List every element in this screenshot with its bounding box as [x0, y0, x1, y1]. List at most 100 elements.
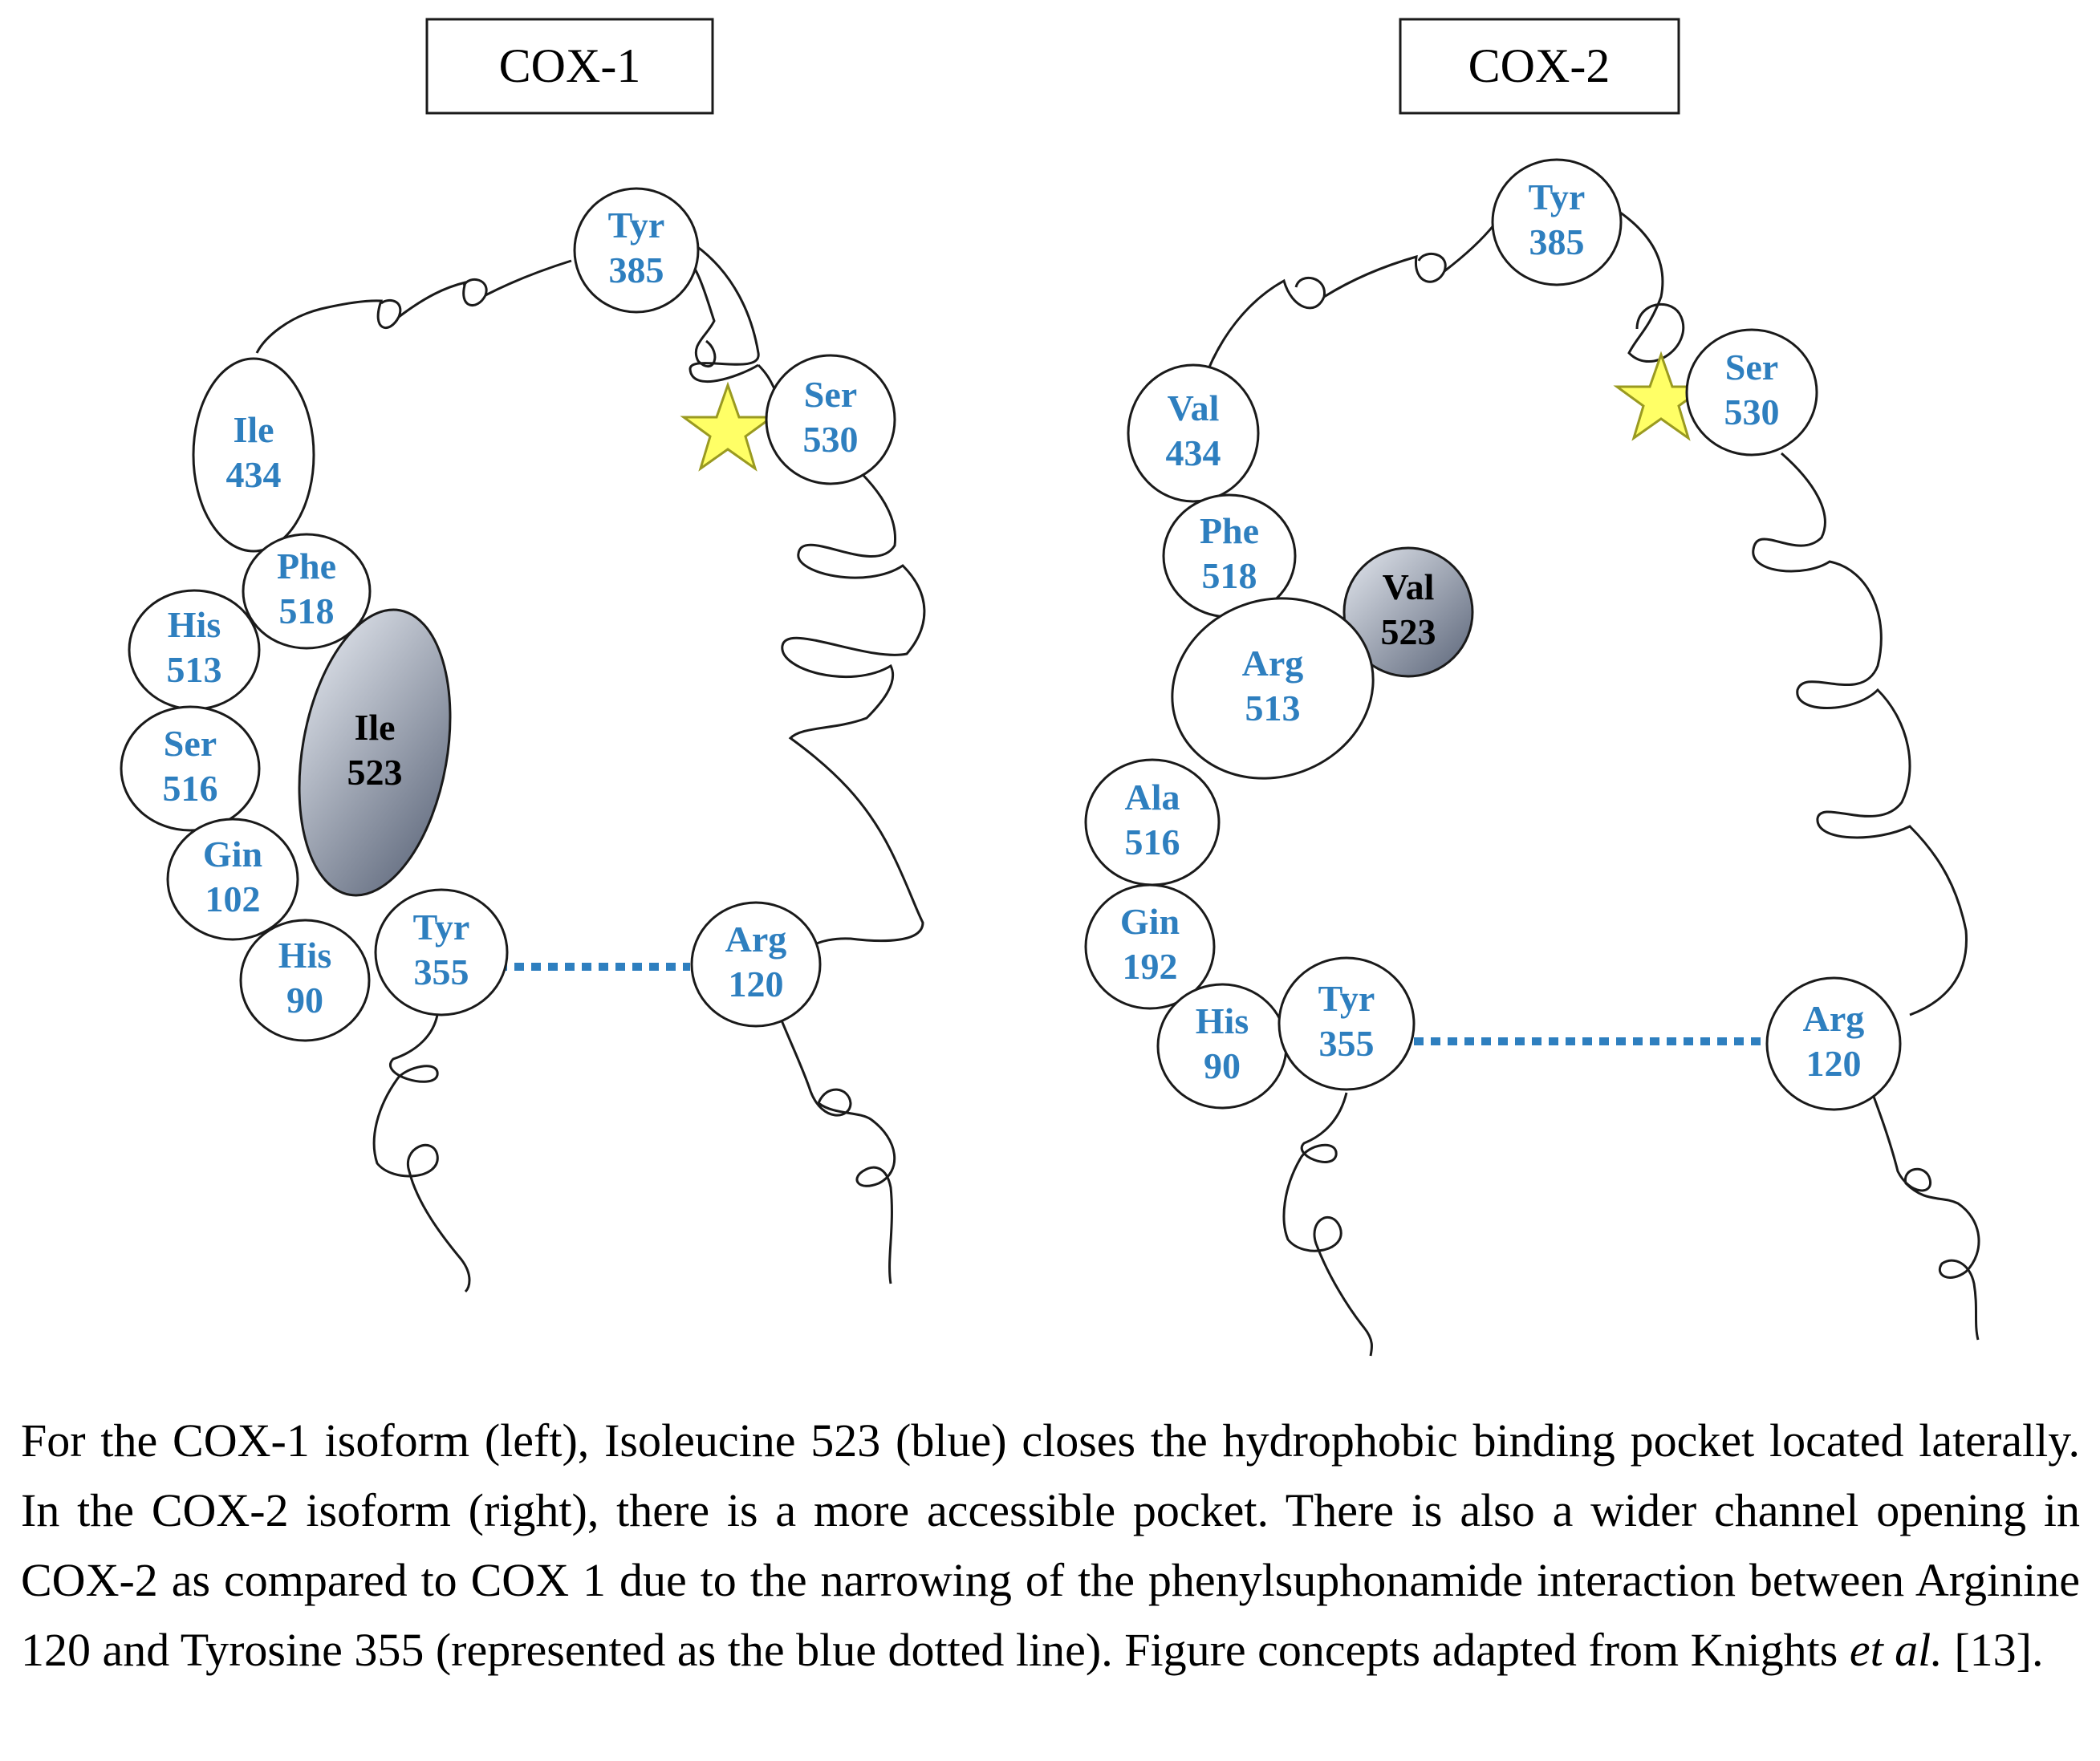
cox-1-residue-his-90-name: His	[278, 935, 331, 976]
cox-1-star-icon	[680, 381, 776, 472]
cox-1-residue-tyr-355: Tyr 355	[374, 888, 509, 1016]
cox-1-residue-ser-516-num: 516	[163, 768, 218, 809]
cox-1-residue-ile-434-outline	[192, 357, 315, 553]
cox-2-residue-ala-516-num: 516	[1125, 822, 1180, 862]
cox-1-title-box	[425, 18, 714, 115]
cox-1-residue-ile-434-num: 434	[226, 454, 282, 495]
cox-1-residue-ser-530-outline	[765, 354, 896, 485]
cox-1-residue-ser-530-num: 530	[803, 419, 859, 460]
cox-1-residue-tyr-355-outline	[374, 888, 509, 1016]
cox-1-residue-his-90-outline	[239, 919, 371, 1042]
cox-1-residue-phe-518-num: 518	[279, 590, 335, 631]
cox-2-residue-gin-192-name: Gin	[1120, 901, 1180, 942]
cox-2-residue-gin-192-num: 192	[1123, 946, 1178, 987]
cox-1-residue-gin-102-num: 102	[205, 878, 261, 919]
cox-1-residue-tyr-385-num: 385	[609, 250, 664, 290]
cox-2-residue-tyr-355-num: 355	[1319, 1023, 1375, 1064]
cox-2-backbone-top	[1202, 224, 1496, 382]
cox-2-residue-phe-518-num: 518	[1202, 555, 1257, 596]
cox-1-title: COX-1	[499, 39, 641, 92]
cox-1-backbone-bottom	[372, 1014, 471, 1293]
cox-1-residue-tyr-355-name: Tyr	[413, 907, 470, 947]
cox-1-residue-arg-120-num: 120	[729, 964, 784, 1004]
cox-2-residue-ser-530-outline	[1685, 328, 1818, 456]
cox-2-residue-tyr-355-outline	[1277, 956, 1416, 1091]
cox-2-residue-his-90-num: 90	[1204, 1045, 1241, 1086]
cox-1-residue-his-90-num: 90	[286, 980, 323, 1020]
cox-1-residue-phe-518-outline	[242, 533, 372, 650]
cox-2-residue-tyr-355-name: Tyr	[1318, 978, 1375, 1019]
cox-2-title: COX-2	[1468, 39, 1611, 92]
cox-1-residue-ile-523-name: Ile	[354, 707, 395, 748]
figure-caption: For the COX-1 isoform (left), Isoleucine…	[21, 1406, 2080, 1685]
cox-2-title-box	[1399, 18, 1680, 115]
cox-1-residue-ile-523-outline	[298, 608, 452, 897]
caption-italic: et al.	[1849, 1624, 1943, 1676]
cox-2-residue-tyr-385-outline	[1491, 158, 1623, 286]
cox-2-residue-gin-192-outline	[1084, 883, 1216, 1010]
cox-2-backbone-right	[1614, 207, 1980, 1341]
cox-1-residue-tyr-355-num: 355	[414, 952, 469, 992]
cox-2-residue-val-523-num: 523	[1381, 611, 1436, 652]
caption-text-end: [13].	[1942, 1624, 2044, 1676]
cox-2-residue-arg-120-outline	[1765, 976, 1902, 1111]
cox-1-residue-ser-530-name: Ser	[804, 374, 857, 415]
cox-2-residue-val-434-outline	[1127, 363, 1260, 503]
cox-2-residue-his-90-name: His	[1196, 1000, 1249, 1041]
cox-2-residue-arg-120-num: 120	[1806, 1043, 1862, 1084]
cox-2-residue-tyr-385-name: Tyr	[1529, 177, 1586, 217]
cox-binding-pocket-diagram: COX-1 Tyr385Ser530Ile434Phe518His513Ile5…	[120, 18, 1980, 1357]
cox-2-residue-ser-530-name: Ser	[1725, 347, 1778, 388]
cox-1-residue-tyr-385-name: Tyr	[608, 205, 665, 245]
caption-text: For the COX-1 isoform (left), Isoleucine…	[21, 1414, 2080, 1676]
cox-1-backbone-right	[688, 239, 926, 1284]
cox-2-residue-arg-513-name: Arg	[1242, 643, 1304, 684]
cox-1-backbone-ser-loop	[681, 251, 717, 368]
cox-1-residue-ile-523-num: 523	[347, 752, 403, 793]
cox-1-residue-ser-516-name: Ser	[164, 723, 217, 764]
cox-1-residue-his-513-num: 513	[167, 649, 222, 690]
cox-1-residue-arg-120-outline	[690, 901, 822, 1028]
cox-2-residue-ala-516-name: Ala	[1125, 777, 1180, 818]
cox-2-residue-tyr-385-num: 385	[1529, 221, 1585, 262]
cox-1-residue-ser-516-outline	[120, 705, 261, 832]
cox-2-residue-arg-513-outline	[1171, 597, 1375, 780]
cox-2-residue-val-523-name: Val	[1383, 566, 1435, 607]
cox-2-residue-val-434-num: 434	[1166, 432, 1221, 473]
cox-1-residue-his-513-name: His	[168, 604, 221, 645]
cox-2-residue-val-523-outline	[1342, 546, 1474, 678]
cox-1-residue-phe-518-name: Phe	[277, 546, 336, 586]
cox-1-backbone-top	[255, 259, 572, 354]
cox-2-residue-phe-518-name: Phe	[1200, 510, 1259, 551]
cox-1-residue-tyr-385: Tyr 385	[573, 187, 700, 314]
cox-2-residue-val-434-name: Val	[1168, 388, 1220, 428]
cox-1-residue-gin-102-outline	[166, 818, 299, 941]
cox-2-residue-ser-530-num: 530	[1724, 392, 1780, 432]
panel-cox-1: COX-1 Tyr385Ser530Ile434Phe518His513Ile5…	[120, 18, 926, 1293]
cox-2-residue-arg-513-num: 513	[1245, 688, 1301, 728]
cox-1-residue-ile-434-name: Ile	[233, 409, 274, 450]
cox-2-backbone-bottom	[1282, 1092, 1374, 1357]
cox-2-residue-arg-120-name: Arg	[1803, 998, 1865, 1039]
